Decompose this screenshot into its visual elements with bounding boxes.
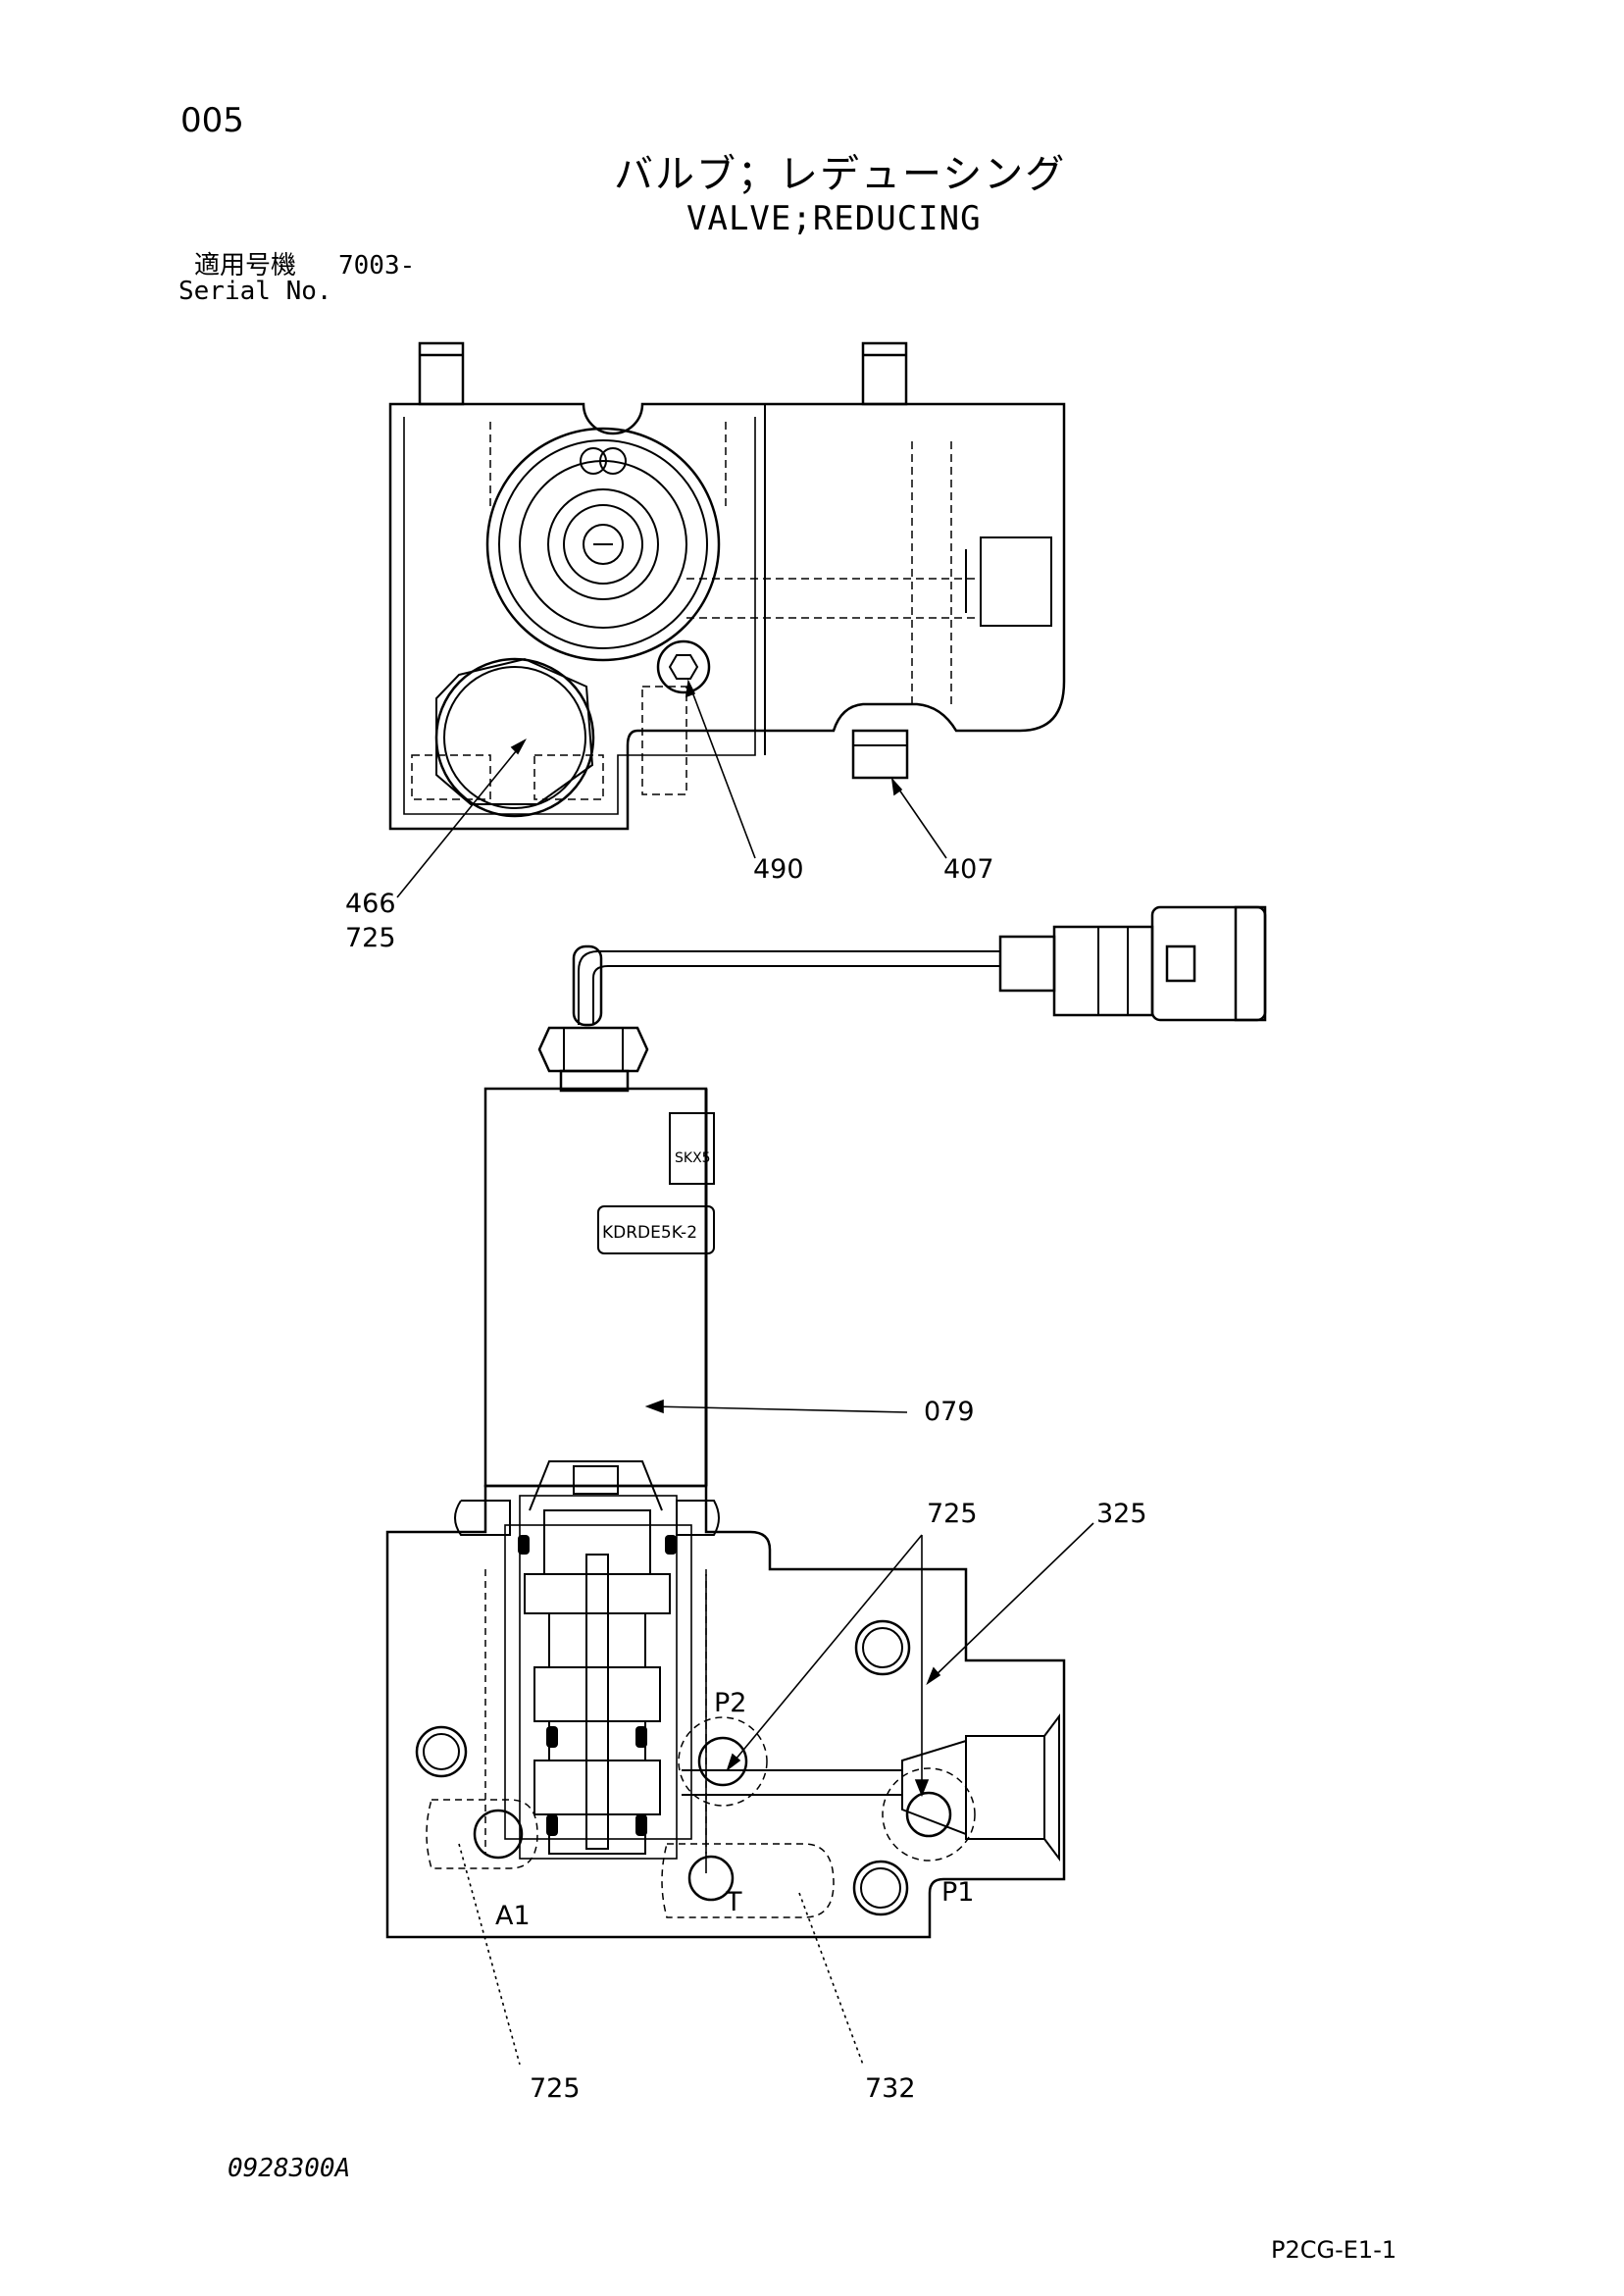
port-label-p2: P2 — [714, 1688, 746, 1718]
part-label-732: 732 — [865, 2073, 916, 2104]
serial-value: 7003- — [338, 251, 416, 281]
document-code: 0928300A — [228, 2154, 351, 2183]
serial-label-english: Serial No. — [178, 277, 332, 306]
port-label-a1: A1 — [495, 1901, 531, 1931]
nameplate-lower: KDRDE5K-2 — [602, 1223, 697, 1243]
title-english: VALVE;REDUCING — [686, 199, 982, 238]
part-label-490: 490 — [753, 854, 804, 885]
part-label-725-top: 725 — [345, 923, 396, 953]
top-view — [388, 341, 1066, 831]
title-japanese: バルブ；レデューシング — [614, 152, 1067, 197]
nameplate-upper: SKX5 — [675, 1150, 711, 1166]
side-view — [385, 905, 1267, 1939]
top-view-leaders — [396, 679, 947, 898]
part-label-725-bottom: 725 — [530, 2073, 581, 2104]
port-label-p1: P1 — [941, 1877, 974, 1908]
page-number: 005 — [180, 101, 244, 140]
port-label-t: T — [725, 1887, 742, 1917]
part-label-725-mid: 725 — [927, 1499, 978, 1529]
side-view-leaders — [458, 1399, 1094, 2066]
part-label-325: 325 — [1096, 1499, 1147, 1529]
sheet-code: P2CG-E1-1 — [1271, 2236, 1397, 2264]
part-label-466: 466 — [345, 889, 396, 919]
part-label-079: 079 — [924, 1397, 975, 1427]
part-label-407: 407 — [943, 854, 994, 885]
serial-label-japanese: 適用号機 — [194, 251, 297, 281]
